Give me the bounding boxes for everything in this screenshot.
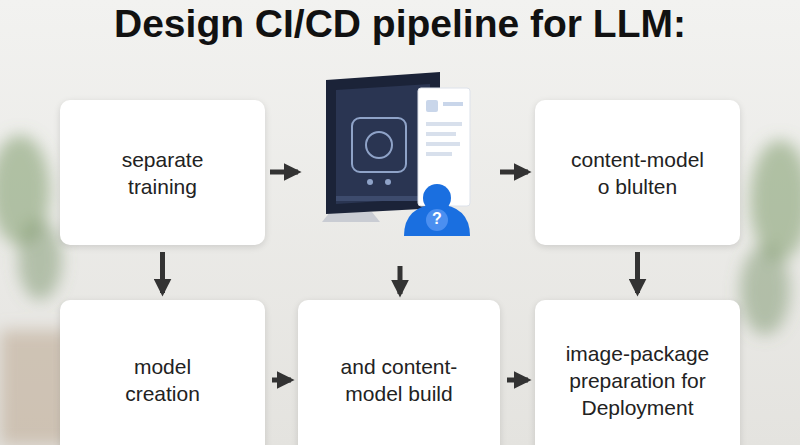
doc-line bbox=[426, 132, 456, 136]
box-text: content-model o blulten bbox=[563, 146, 713, 200]
leaf bbox=[750, 140, 800, 260]
doc-line bbox=[426, 152, 452, 156]
arrow bbox=[270, 170, 298, 175]
flow-arrow bbox=[635, 252, 640, 293]
flow-arrow bbox=[272, 378, 291, 383]
process-box: content-model o blulten bbox=[535, 100, 740, 245]
box-text: separate training bbox=[103, 146, 223, 200]
process-box: model creation bbox=[60, 300, 265, 445]
flow-arrow bbox=[507, 378, 528, 383]
diagram-title: Design CI/CD pipeline for LLM: bbox=[0, 0, 800, 52]
person-head bbox=[423, 184, 451, 212]
arrow bbox=[500, 170, 528, 175]
illustration-arrows bbox=[270, 172, 528, 294]
doc-line bbox=[426, 122, 462, 126]
flow-arrow bbox=[160, 252, 165, 293]
doc-icon bbox=[426, 100, 438, 112]
box-text: and content-model build bbox=[324, 353, 474, 407]
doc-line bbox=[443, 102, 463, 106]
screen-frame bbox=[352, 118, 406, 172]
screen-dot bbox=[385, 179, 391, 185]
screen-dot bbox=[367, 179, 373, 185]
computer-illustration bbox=[322, 72, 470, 236]
plant-right bbox=[740, 140, 800, 335]
process-box: image-package preparation for Deployment bbox=[535, 300, 740, 445]
box-text: model creation bbox=[108, 353, 218, 407]
box-text: image-package preparation for Deployment bbox=[553, 340, 723, 421]
doc-line bbox=[426, 142, 460, 146]
process-box: separate training bbox=[60, 100, 265, 245]
leaf bbox=[18, 220, 62, 300]
question-badge bbox=[426, 209, 448, 231]
leaf bbox=[740, 245, 790, 335]
screen-bar bbox=[336, 196, 430, 201]
screen-circle bbox=[366, 132, 392, 158]
arrow bbox=[398, 266, 403, 294]
process-box: and content-model build bbox=[298, 300, 500, 445]
monitor-screen bbox=[336, 84, 430, 204]
question-mark: ? bbox=[427, 210, 447, 228]
